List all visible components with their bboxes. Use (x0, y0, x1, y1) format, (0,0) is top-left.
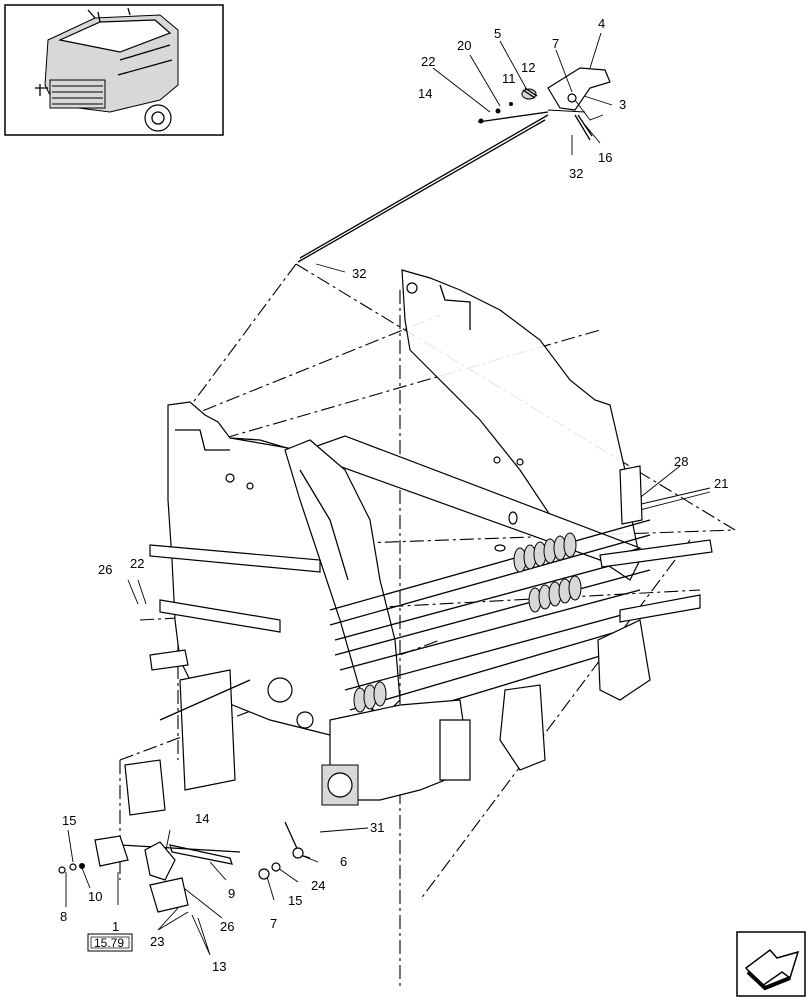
lower-linkage-assembly (58, 821, 311, 913)
upper-linkage-assembly (297, 67, 611, 263)
callout-23: 23 (150, 934, 164, 949)
baler-thumbnail[interactable] (4, 4, 224, 136)
callout-7: 7 (270, 916, 277, 931)
callout-6: 6 (340, 854, 347, 869)
callout-22: 22 (130, 556, 144, 571)
callout-15: 15 (288, 893, 302, 908)
callout-11: 11 (502, 71, 516, 86)
baler-frame (124, 269, 713, 816)
callout-labels: 4 5 20 22 7 11 12 14 3 16 32 32 28 21 26… (60, 16, 728, 974)
callout-1: 1 (112, 919, 119, 934)
leader-lines (65, 32, 711, 956)
callout-24: 24 (311, 878, 325, 893)
callout-13: 13 (212, 959, 226, 974)
reference-box-label: 15.79 (94, 936, 124, 950)
callout-5: 5 (494, 26, 501, 41)
callout-26: 26 (220, 919, 234, 934)
callout-12: 12 (521, 60, 535, 75)
next-page-arrow-icon[interactable] (736, 931, 806, 997)
reference-box[interactable]: 15.79 (87, 933, 133, 952)
callout-32: 32 (352, 266, 366, 281)
callout-20: 20 (457, 38, 471, 53)
callout-22: 22 (421, 54, 435, 69)
callout-9: 9 (228, 886, 235, 901)
callout-7: 7 (552, 36, 559, 51)
callout-10: 10 (88, 889, 102, 904)
callout-3: 3 (619, 97, 626, 112)
callout-14: 14 (418, 86, 432, 101)
callout-21: 21 (714, 476, 728, 491)
callout-26: 26 (98, 562, 112, 577)
callout-28: 28 (674, 454, 688, 469)
callout-16: 16 (598, 150, 612, 165)
callout-4: 4 (598, 16, 605, 31)
roller-gears (353, 532, 582, 713)
callout-31: 31 (370, 820, 384, 835)
callout-8: 8 (60, 909, 67, 924)
callout-15: 15 (62, 813, 76, 828)
callout-14: 14 (195, 811, 209, 826)
callout-32: 32 (569, 166, 583, 181)
